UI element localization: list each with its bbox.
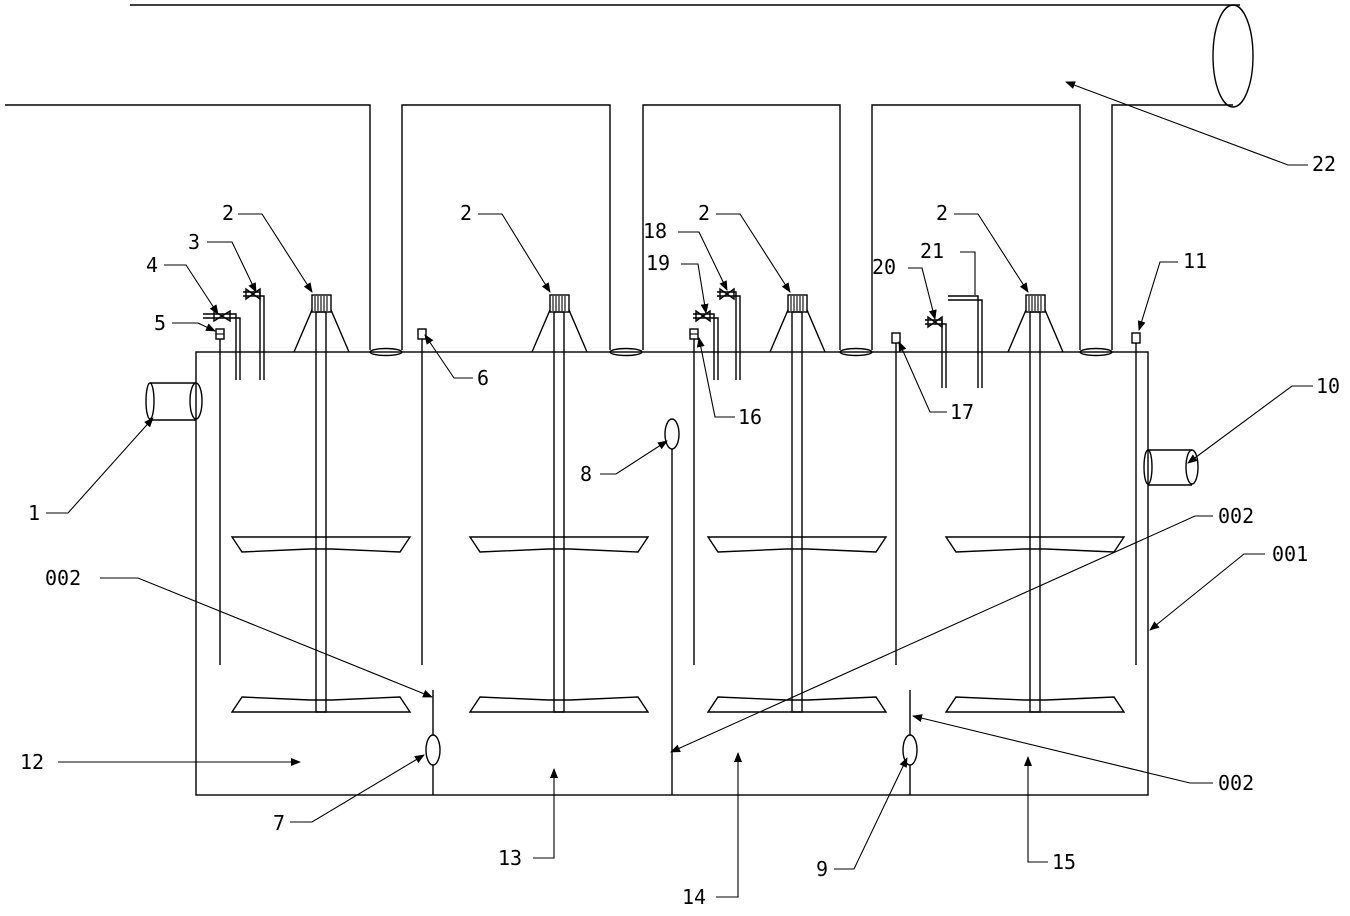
label-2a: 2: [222, 201, 234, 225]
leader-lines: [46, 81, 1313, 898]
label-10: 10: [1316, 374, 1340, 398]
label-18: 18: [643, 219, 667, 243]
exhaust-duct: [5, 4, 1254, 357]
label-002-top-right: 002: [1218, 504, 1254, 528]
label-002-left: 002: [45, 566, 81, 590]
label-2d: 2: [936, 201, 948, 225]
label-1: 1: [28, 501, 40, 525]
sensor-16: [689, 328, 699, 665]
label-21: 21: [920, 239, 944, 263]
label-15: 15: [1052, 850, 1076, 874]
label-3: 3: [188, 230, 200, 254]
sensor-17: [891, 332, 901, 665]
dosing-pipe-4: [203, 309, 241, 380]
label-11: 11: [1183, 249, 1207, 273]
sensor-11: [1131, 332, 1141, 665]
label-22: 22: [1312, 152, 1336, 176]
partition-walls: [432, 440, 911, 795]
dosing-pipe-21: [948, 295, 983, 388]
label-001: 001: [1272, 542, 1308, 566]
label-4: 4: [146, 253, 158, 277]
label-2b: 2: [460, 201, 472, 225]
dosing-pipe-3: [243, 287, 265, 380]
label-12: 12: [20, 750, 44, 774]
label-8: 8: [580, 462, 592, 486]
label-17: 17: [950, 400, 974, 424]
label-7: 7: [273, 811, 285, 835]
label-19: 19: [646, 251, 670, 275]
dosing-pipe-18: [717, 287, 741, 380]
mixer-1: [230, 294, 412, 713]
label-5: 5: [154, 311, 166, 335]
label-9: 9: [816, 857, 828, 881]
reference-labels: 1 2 2 2 2 3 4 5 6 7 8 9 10 11 12 13 14 1…: [20, 152, 1340, 909]
mixer-2: [468, 294, 650, 713]
label-14: 14: [682, 885, 706, 909]
sensor-6: [417, 328, 427, 665]
outlet-pipe: [1143, 449, 1199, 486]
label-13: 13: [498, 846, 522, 870]
label-002-bottom-right: 002: [1218, 771, 1254, 795]
label-2c: 2: [698, 201, 710, 225]
label-6: 6: [477, 366, 489, 390]
mixer-3: [706, 294, 888, 713]
sensor-5: [215, 328, 225, 665]
label-20: 20: [872, 255, 896, 279]
inlet-pipe: [145, 382, 203, 421]
mixer-4: [944, 294, 1126, 713]
label-16: 16: [738, 405, 762, 429]
overflow-ports: [425, 418, 918, 766]
